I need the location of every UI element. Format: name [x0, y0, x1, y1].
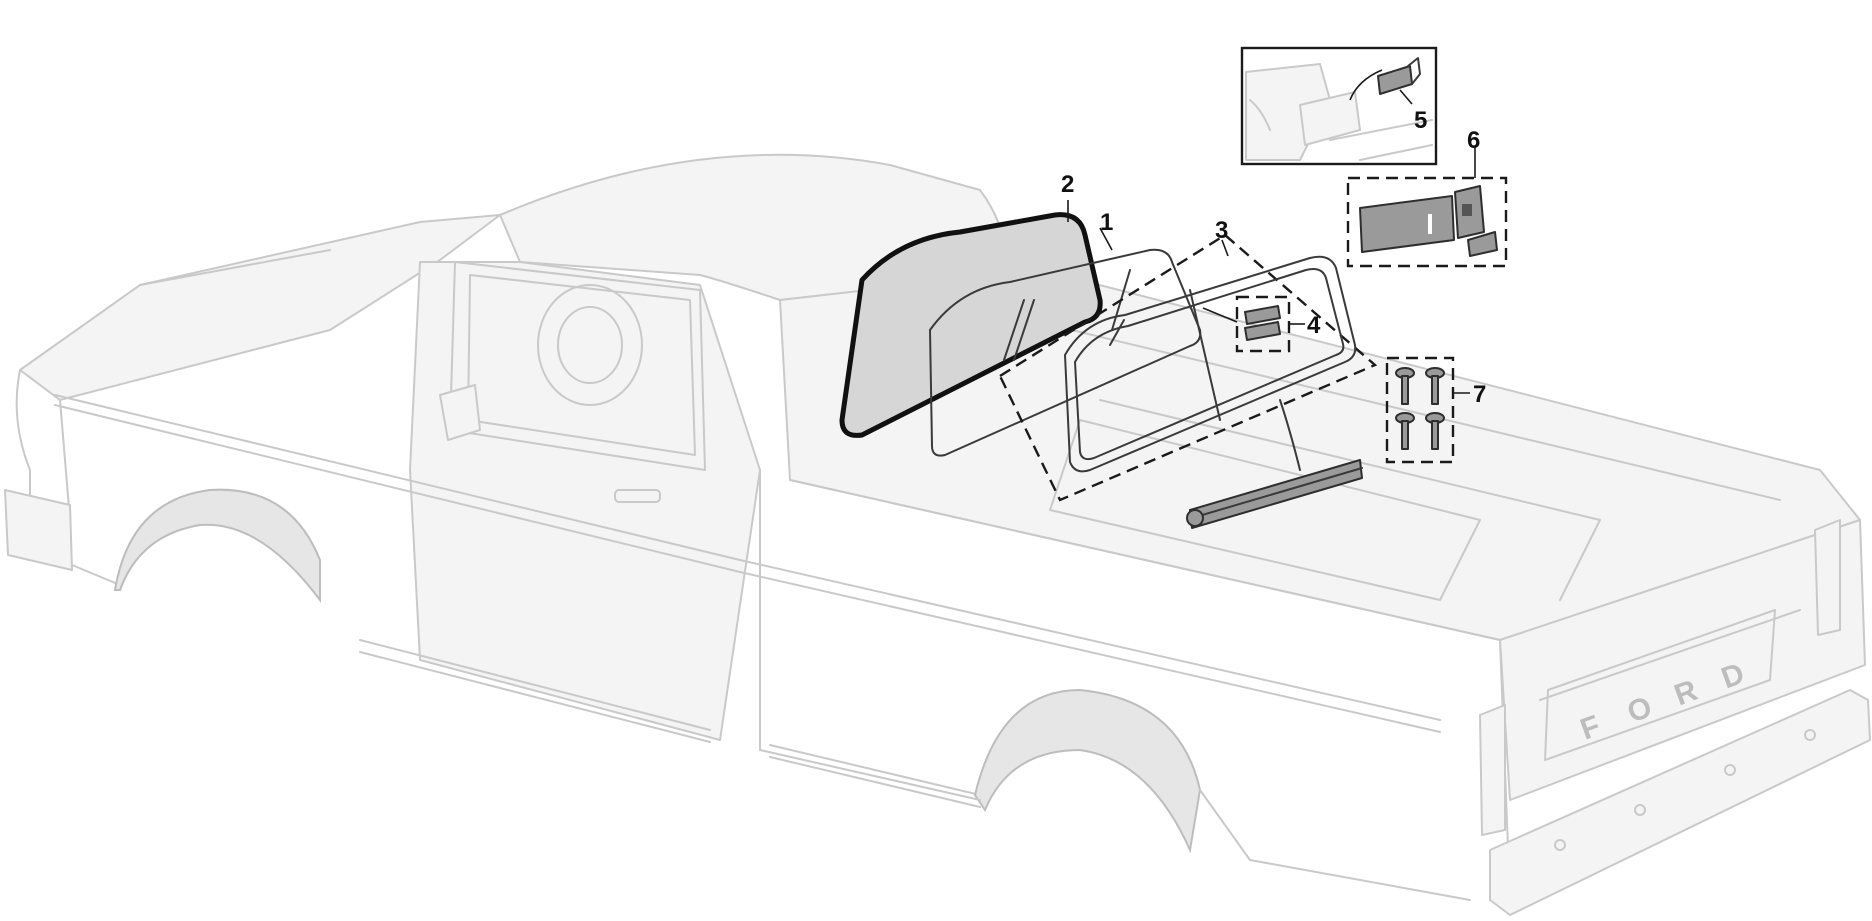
part-7-screws — [1385, 356, 1470, 464]
callout-7: 7 — [1473, 381, 1486, 408]
part-3-sliding-window-assembly — [998, 233, 1378, 529]
callout-6: 6 — [1467, 127, 1480, 154]
callout-1: 1 — [1100, 209, 1113, 236]
screw-icon — [1425, 412, 1445, 450]
part-6-latch-assembly — [1346, 146, 1508, 268]
pickup-truck-illustration: F O R D — [4, 153, 1871, 916]
callout-3: 3 — [1215, 217, 1228, 244]
callout-2: 2 — [1061, 171, 1074, 198]
screw-icon — [1395, 412, 1415, 450]
screw-icon — [1425, 367, 1445, 405]
callout-4: 4 — [1307, 312, 1321, 339]
screw-icon — [1395, 367, 1415, 405]
callout-5: 5 — [1414, 107, 1427, 134]
part-4-glass-clips — [1202, 295, 1305, 353]
part-2-back-glass-weatherstrip — [839, 212, 1103, 438]
part-5-latch-inset-view — [1240, 46, 1438, 166]
